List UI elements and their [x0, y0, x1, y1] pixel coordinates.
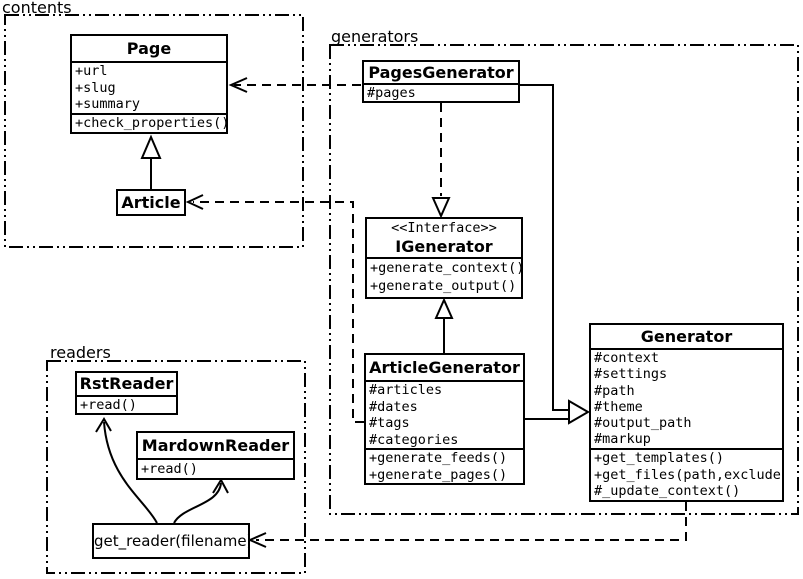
class-page: Page +url +slug +summary +check_properti…	[70, 34, 228, 134]
attribute: #tags	[369, 415, 410, 431]
class-pagesgenerator: PagesGenerator #pages	[362, 60, 520, 103]
inheritance-triangle-icon	[568, 399, 590, 425]
attribute: +url	[75, 63, 108, 79]
attribute: #pages	[367, 85, 416, 101]
class-article-name: Article	[121, 193, 181, 212]
package-border-readers	[46, 360, 306, 574]
attribute: #theme	[594, 398, 643, 415]
package-label-generators: generators	[331, 27, 419, 46]
edge-articlegenerator-inherits-generator	[525, 399, 590, 425]
class-rstreader: RstReader +read()	[75, 371, 178, 415]
class-igenerator-name: IGenerator	[395, 237, 493, 256]
method: +read()	[141, 461, 198, 477]
edge-articlegenerator-inherits-igenerator	[434, 297, 454, 353]
class-articlegenerator: ArticleGenerator #articles #dates #tags …	[364, 353, 525, 485]
edge-article-inherits-page	[140, 134, 162, 189]
attribute: #path	[594, 382, 635, 399]
package-border-generators	[329, 44, 799, 515]
edge-getreader-to-mardownreader	[173, 477, 229, 524]
method: +generate_output()	[370, 278, 517, 294]
package-label-readers: readers	[50, 343, 111, 362]
edge-pagesgenerator-realizes-igenerator	[431, 103, 451, 219]
method: +generate_feeds()	[369, 450, 508, 466]
class-generator-name: Generator	[591, 325, 782, 350]
method: +generate_pages()	[369, 466, 508, 483]
class-article: Article	[116, 189, 186, 216]
class-igenerator-stereotype: <<Interface>>	[391, 220, 497, 236]
attribute: #context	[594, 350, 660, 366]
class-generator: Generator #context #settings #path #them…	[589, 323, 784, 502]
inheritance-triangle-icon	[431, 197, 451, 219]
method: +check_properties()	[75, 115, 226, 131]
attribute: #articles	[369, 382, 443, 398]
edge-articlegenerator-depends-article	[185, 194, 364, 423]
attribute: #markup	[594, 431, 651, 448]
package-border-contents	[4, 14, 304, 248]
class-mardownreader-name: MardownReader	[138, 433, 293, 460]
attribute: #categories	[369, 431, 459, 448]
edge-pagesgenerator-inherits-generator	[520, 84, 569, 411]
class-page-name: Page	[72, 36, 226, 63]
attribute: #output_path	[594, 415, 692, 432]
function-get-reader: get_reader(filename)	[92, 523, 250, 559]
method: #_update_context()	[594, 483, 741, 500]
attribute: +summary	[75, 96, 141, 113]
edge-getreader-to-rstreader	[95, 417, 158, 524]
package-label-contents: contents	[2, 0, 72, 17]
class-mardownreader: MardownReader +read()	[136, 431, 295, 480]
class-pagesgenerator-name: PagesGenerator	[364, 62, 518, 85]
attribute: +slug	[75, 79, 116, 96]
edge-generator-depends-getreader	[247, 502, 687, 548]
open-arrowhead-icon	[212, 477, 229, 494]
open-arrowhead-icon	[228, 77, 248, 93]
method: +get_files(path,exclude)	[594, 466, 782, 483]
inheritance-triangle-icon	[434, 297, 454, 319]
method: +get_templates()	[594, 450, 725, 466]
edge-pagesgenerator-depends-page	[228, 77, 361, 93]
method: +generate_context()	[370, 260, 521, 276]
class-igenerator: <<Interface>> IGenerator +generate_conte…	[365, 217, 523, 299]
inheritance-triangle-icon	[140, 134, 162, 159]
open-arrowhead-icon	[247, 532, 267, 548]
class-rstreader-name: RstReader	[77, 373, 176, 397]
attribute: #dates	[369, 398, 418, 415]
method: +read()	[80, 397, 137, 413]
class-articlegenerator-name: ArticleGenerator	[366, 355, 523, 382]
open-arrowhead-icon	[95, 417, 112, 433]
attribute: #settings	[594, 366, 668, 383]
open-arrowhead-icon	[185, 194, 204, 210]
